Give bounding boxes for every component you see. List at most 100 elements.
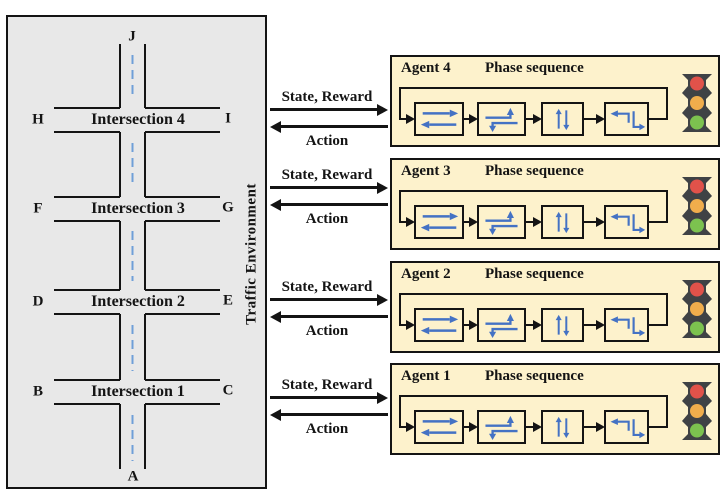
intersection-1-label: Intersection 1 [91,383,185,400]
north-south-through-icon [555,416,570,438]
action-arrow [270,408,388,421]
phase-box-2 [477,102,526,136]
phase-box-2 [477,410,526,444]
agent-1-box: Agent 1 Phase sequence [390,363,720,455]
north-south-through-icon [555,314,570,336]
action-label: Action [305,133,349,149]
state-reward-label: State, Reward [281,89,373,105]
agent-name: Agent 2 [401,266,451,282]
node-label-g: G [222,199,234,216]
phase-connector-arrow [464,217,478,227]
phase-connector-arrow [399,320,415,330]
agent-name: Agent 4 [401,60,451,76]
node-label-f: F [33,200,43,217]
state-reward-label: State, Reward [281,167,373,183]
east-west-left-turn-icon [485,107,518,132]
phase-connector-arrow [526,217,542,227]
north-south-through-icon [555,211,570,233]
phase-box-1 [414,205,464,239]
phase-connector-arrow [584,217,605,227]
action-label: Action [305,211,349,227]
traffic-environment-title: Traffic Environment [243,183,260,325]
node-label-j: J [128,28,136,45]
agent-2-box: Agent 2 Phase sequence [390,261,720,353]
phase-connector-arrow [584,320,605,330]
phase-connector-arrow [584,114,605,124]
red-light [690,76,704,91]
north-south-left-turn-icon [609,417,645,438]
node-label-i: I [225,110,231,127]
phase-sequence-title: Phase sequence [485,266,584,282]
action-label: Action [305,421,349,437]
traffic-light-icon [682,382,712,440]
intersection-4-label: Intersection 4 [91,111,185,128]
node-label-e: E [222,292,234,309]
phase-box-1 [414,308,464,342]
phase-loop-return-line [649,426,668,428]
phase-sequence-title: Phase sequence [485,368,584,384]
green-light [690,218,704,233]
traffic-light-icon [682,74,712,132]
agent-name: Agent 1 [401,368,451,384]
phase-connector-arrow [526,320,542,330]
traffic-environment-box: J A Intersection 4 H I Intersection 3 F … [6,15,267,489]
env-agent1-channel: State, Reward Action [266,376,388,438]
phase-box-3 [541,205,584,239]
action-arrow [270,198,388,211]
action-arrow [270,120,388,133]
phase-box-3 [541,308,584,342]
phase-box-4 [604,102,649,136]
north-south-left-turn-icon [609,315,645,336]
env-agent2-channel: State, Reward Action [266,278,388,340]
road-network [54,44,220,469]
amber-light [690,199,704,213]
env-agent3-channel: State, Reward Action [266,166,388,228]
red-light [690,179,704,194]
green-light [690,115,704,130]
east-west-through-icon [420,315,458,335]
node-label-b: B [32,383,44,400]
east-west-left-turn-icon [485,210,518,235]
node-label-h: H [32,111,44,128]
state-reward-arrow [270,293,388,306]
amber-light [690,96,704,110]
amber-light [690,302,704,316]
phase-sequence-title: Phase sequence [485,60,584,76]
state-reward-label: State, Reward [281,377,373,393]
phase-connector-arrow [464,320,478,330]
agent-4-box: Agent 4 Phase sequence [390,55,720,147]
phase-connector-arrow [399,422,415,432]
phase-box-4 [604,410,649,444]
phase-box-1 [414,410,464,444]
phase-box-1 [414,102,464,136]
state-reward-arrow [270,391,388,404]
red-light [690,384,704,399]
agent-3-box: Agent 3 Phase sequence [390,158,720,250]
phase-connector-arrow [464,422,478,432]
state-reward-arrow [270,103,388,116]
phase-loop-return-line [649,221,668,223]
phase-cycle-loop [399,395,668,428]
env-agent4-channel: State, Reward Action [266,88,388,150]
state-reward-label: State, Reward [281,279,373,295]
phase-box-2 [477,308,526,342]
state-reward-arrow [270,181,388,194]
north-south-through-icon [555,108,570,130]
action-arrow [270,310,388,323]
red-light [690,282,704,297]
east-west-through-icon [420,109,458,129]
phase-box-2 [477,205,526,239]
phase-loop-return-line [649,324,668,326]
green-light [690,321,704,336]
phase-box-4 [604,308,649,342]
phase-cycle-loop [399,293,668,326]
intersection-3-label: Intersection 3 [91,200,185,217]
phase-cycle-loop [399,190,668,223]
phase-loop-return-line [649,118,668,120]
phase-connector-arrow [399,217,415,227]
road-lines [54,44,220,469]
phase-cycle-loop [399,87,668,120]
east-west-left-turn-icon [485,415,518,440]
phase-connector-arrow [526,114,542,124]
